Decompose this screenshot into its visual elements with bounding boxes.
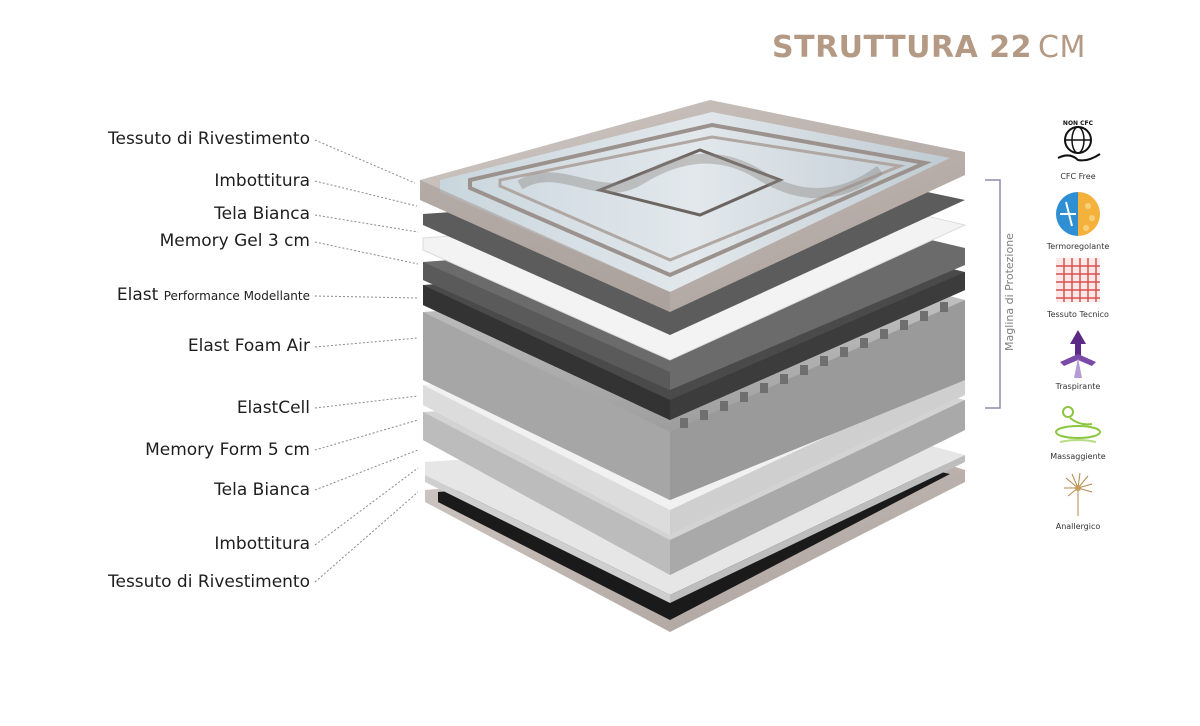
leader-lines (314, 139, 419, 583)
label-tessuto-top: Tessuto di Rivestimento (108, 129, 310, 149)
feature-caption-massaggiante: Massaggiente (1050, 452, 1106, 461)
leader-line-3 (314, 214, 419, 233)
weave-icon (1056, 258, 1100, 302)
label-tela-bianca-bottom: Tela Bianca (214, 480, 310, 500)
feature-termoregolante: Termoregolante (1040, 188, 1116, 251)
leader-line-11 (314, 491, 419, 583)
label-memory-gel: Memory Gel 3 cm (159, 231, 310, 251)
feature-traspirante: Traspirante (1040, 328, 1116, 391)
leader-line-6 (314, 337, 419, 348)
feature-anallergico: Anallergico (1040, 468, 1116, 531)
arrows-icon (1060, 330, 1096, 378)
title-main: STRUTTURA 22 (772, 30, 1033, 65)
globe-hand-icon: NON CFC (1057, 120, 1101, 162)
leader-line-10 (314, 467, 419, 546)
leader-line-2 (314, 180, 418, 207)
leader-line-5 (314, 295, 419, 299)
feature-cfc-free: NON CFC CFC Free (1040, 118, 1116, 181)
title-unit: CM (1038, 30, 1086, 65)
leader-line-9 (314, 449, 419, 491)
leader-line-7 (314, 395, 419, 409)
leader-line-4 (314, 241, 419, 265)
label-elast-suffix: Performance Modellante (163, 289, 310, 303)
feature-massaggiante: Massaggiente (1040, 398, 1116, 461)
label-memory-form: Memory Form 5 cm (145, 440, 310, 460)
label-tessuto-bottom: Tessuto di Rivestimento (108, 572, 310, 592)
feature-caption-tessuto: Tessuto Tecnico (1047, 310, 1109, 319)
label-elast-performance: Elast Performance Modellante (117, 285, 310, 305)
feature-caption-cfc: CFC Free (1060, 172, 1096, 181)
foam-air-ridges (680, 302, 948, 428)
label-elast-main: Elast (116, 285, 159, 305)
label-imbottitura-top: Imbottitura (214, 171, 310, 191)
bracket-label: Maglina di Protezione (1003, 233, 1016, 351)
massage-icon (1055, 406, 1101, 443)
feature-caption-anallergico: Anallergico (1055, 522, 1101, 531)
feature-caption-termo: Termoregolante (1046, 242, 1110, 251)
label-elast-foam-air: Elast Foam Air (187, 336, 310, 356)
sun-snowflake-icon (1056, 192, 1100, 236)
layer-top-cover (420, 100, 965, 312)
dandelion-icon (1064, 472, 1093, 516)
protection-bracket (985, 179, 1001, 409)
feature-caption-traspirante: Traspirante (1055, 382, 1101, 391)
leader-line-1 (314, 139, 416, 184)
label-tela-bianca-top: Tela Bianca (214, 204, 310, 224)
feature-tessuto-tecnico: Tessuto Tecnico (1040, 256, 1116, 319)
label-elastcell: ElastCell (236, 398, 310, 418)
label-imbottitura-bottom: Imbottitura (214, 534, 310, 554)
cfc-badge-text: NON CFC (1063, 120, 1094, 127)
leader-line-8 (314, 419, 419, 451)
